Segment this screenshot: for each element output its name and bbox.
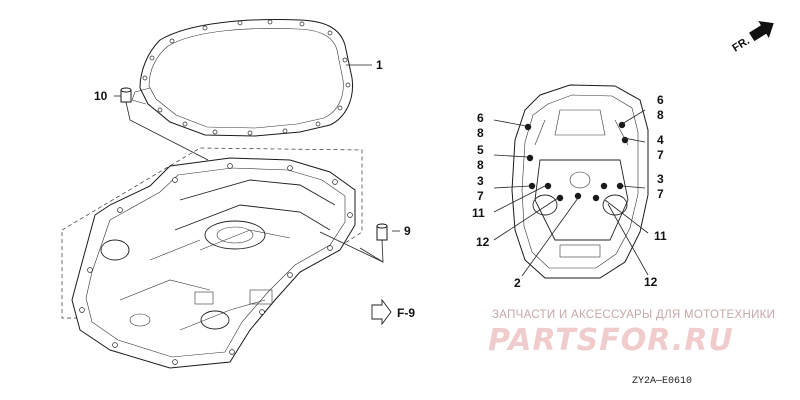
diagram-code: ZY2A—E0610 bbox=[632, 376, 692, 387]
oil-pan-topview bbox=[511, 84, 649, 279]
callout-l-6: 6 bbox=[477, 111, 484, 125]
callout-r-3: 3 bbox=[657, 172, 664, 186]
callout-l-2: 2 bbox=[514, 276, 521, 290]
reference-marker[interactable]: F-9 bbox=[371, 298, 415, 326]
front-direction-marker: FR. bbox=[730, 21, 774, 55]
reference-label: F-9 bbox=[397, 306, 415, 320]
callout-l-8b: 8 bbox=[477, 158, 484, 172]
callout-l-5: 5 bbox=[477, 143, 484, 157]
callout-r-6: 6 bbox=[657, 93, 664, 107]
reference-arrow-icon bbox=[371, 298, 392, 326]
dowel-pin-9 bbox=[376, 223, 388, 241]
front-label: FR. bbox=[730, 35, 751, 55]
callout-l-8: 8 bbox=[477, 126, 484, 140]
oil-pan-isometric bbox=[61, 147, 363, 369]
front-arrow-icon bbox=[749, 21, 774, 42]
callout-r-12: 12 bbox=[644, 275, 658, 289]
callout-r-7b: 7 bbox=[657, 187, 664, 201]
callout-9: 9 bbox=[404, 224, 411, 238]
callout-l-11: 11 bbox=[472, 206, 485, 220]
callout-l-7: 7 bbox=[477, 189, 484, 203]
watermark: ЗАПЧАСТИ И АКСЕССУАРЫ ДЛЯ МОТОТЕХНИКИ PA… bbox=[488, 309, 775, 358]
callout-l-3: 3 bbox=[477, 174, 484, 188]
watermark-logo: PARTSFOR.RU bbox=[488, 323, 734, 358]
leader-lines bbox=[114, 64, 649, 277]
dowel-pin-10 bbox=[120, 87, 132, 103]
callout-numbers: 1 10 9 6 8 4 7 3 7 11 12 6 8 5 8 3 7 11 … bbox=[94, 58, 667, 290]
callout-l-12: 12 bbox=[476, 235, 490, 249]
gasket-part bbox=[131, 19, 354, 137]
callout-1: 1 bbox=[376, 58, 383, 72]
callout-10: 10 bbox=[94, 89, 108, 103]
callout-r-7: 7 bbox=[657, 148, 664, 162]
callout-r-8: 8 bbox=[657, 108, 664, 122]
watermark-caption: ЗАПЧАСТИ И АКСЕССУАРЫ ДЛЯ МОТОТЕХНИКИ bbox=[492, 309, 775, 321]
callout-r-4: 4 bbox=[657, 133, 664, 147]
callout-r-11: 11 bbox=[654, 229, 667, 243]
